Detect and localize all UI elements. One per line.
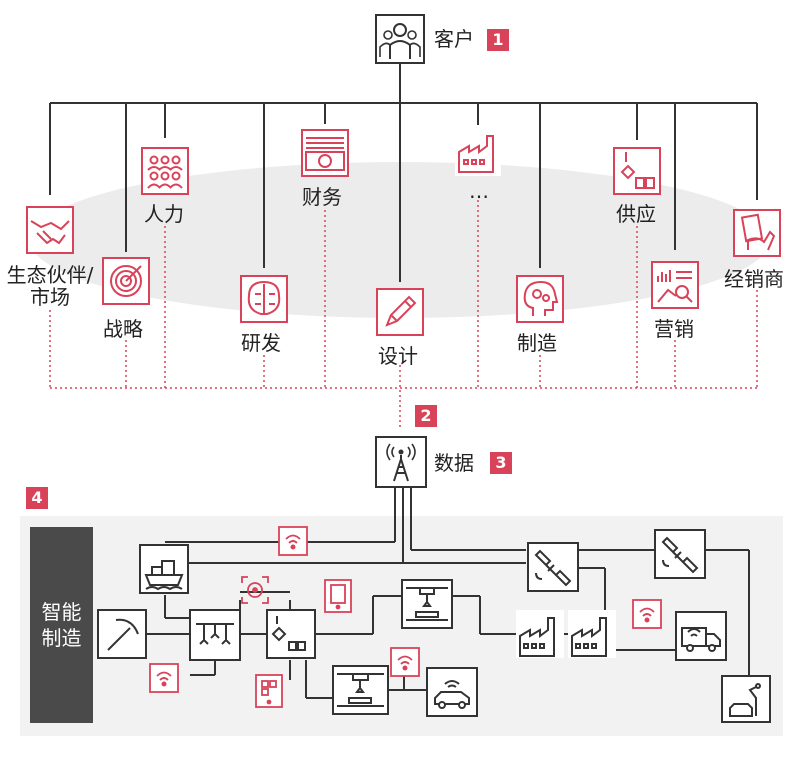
function-label-supply: 供应 <box>616 202 656 226</box>
smart-manufacturing-sidebar: 智能 制造 <box>30 527 93 723</box>
customer-badge: 1 <box>487 29 509 51</box>
wifi-icon <box>632 599 662 629</box>
customer-tree-lines <box>49 62 758 282</box>
robot-car-icon <box>721 675 771 723</box>
customer-label: 客户 <box>434 27 474 51</box>
head-gears-icon <box>516 275 564 323</box>
pickaxe-icon <box>97 609 147 659</box>
robot-arm-boxes-icon <box>266 609 316 659</box>
function-label-marketing: 营销 <box>654 317 694 341</box>
target-icon <box>102 257 150 305</box>
function-label-strategy: 战略 <box>103 317 143 341</box>
smart-manufacturing-label-line2: 制造 <box>41 626 82 650</box>
supply-boxes-icon <box>613 147 661 195</box>
handshake-icon <box>26 206 74 254</box>
function-label-hr: 人力 <box>144 202 184 226</box>
smart-manufacturing-label-line1: 智能 <box>41 600 82 624</box>
data-node-icon <box>375 436 427 488</box>
card-hand-icon <box>733 209 781 257</box>
chart-magnifier-icon <box>651 261 699 309</box>
factory-icon <box>455 130 501 176</box>
function-label-rnd: 研发 <box>241 331 281 355</box>
smart-manufacturing-badge: 4 <box>26 487 48 509</box>
money-icon <box>301 129 349 177</box>
satellite-icon <box>527 542 579 592</box>
3d-printer-icon <box>332 665 389 715</box>
data-node-label: 数据 <box>434 451 474 475</box>
brain-circuit-icon <box>240 275 288 323</box>
robot-arms-icon <box>189 609 241 661</box>
qr-phone-icon <box>255 674 283 708</box>
wifi-icon <box>390 647 420 677</box>
wifi-icon <box>278 526 308 556</box>
function-label-finance: 财务 <box>302 185 342 209</box>
function-label-dealer: 经销商 <box>724 267 784 291</box>
function-label-ecosystem: 生态伙伴/ 市场 <box>6 263 94 309</box>
customer-icon <box>375 14 425 64</box>
connected-car-icon <box>426 667 478 717</box>
ship-icon <box>139 544 189 594</box>
data-node-badge: 3 <box>490 452 512 474</box>
function-label-more: … <box>469 179 489 203</box>
function-label-design: 设计 <box>378 344 418 368</box>
3d-printer-icon <box>401 579 453 629</box>
phone-icon <box>324 579 352 613</box>
delivery-truck-icon <box>675 611 727 661</box>
function-label-manufacturing: 制造 <box>517 331 557 355</box>
pencil-icon <box>376 288 424 336</box>
data-flow-lines <box>49 200 758 430</box>
satellite-icon <box>654 529 706 579</box>
target-scan-icon <box>241 576 269 604</box>
people-icon <box>141 147 189 195</box>
connector-badge: 2 <box>415 405 437 427</box>
factory-icon <box>516 610 564 658</box>
factory-icon <box>568 610 616 658</box>
wifi-icon <box>149 663 179 693</box>
